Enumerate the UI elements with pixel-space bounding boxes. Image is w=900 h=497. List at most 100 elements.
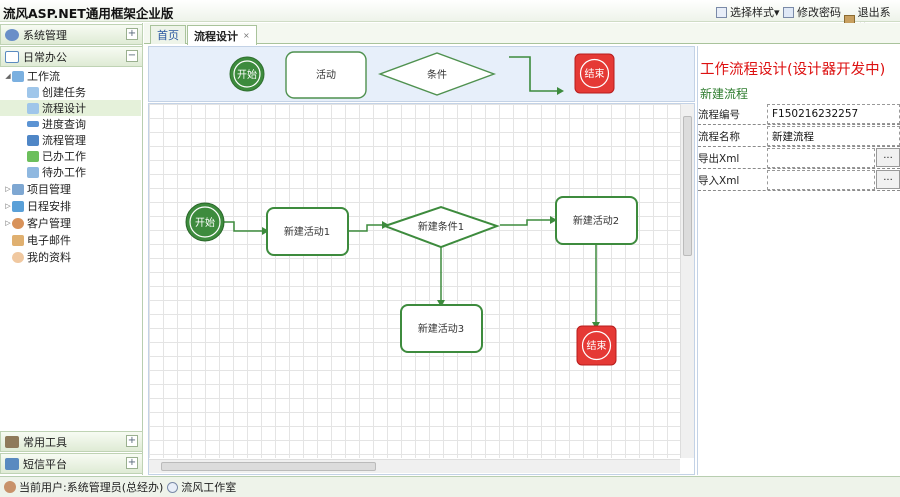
- expand-icon[interactable]: +: [126, 435, 138, 447]
- sms-icon: [5, 457, 19, 470]
- palette-connector[interactable]: [509, 56, 564, 95]
- import-xml-button[interactable]: ...: [876, 170, 900, 189]
- sidebar-section-office[interactable]: 日常办公 −: [0, 46, 143, 67]
- tab-label: 首页: [157, 29, 179, 42]
- palette-activity[interactable]: 活动: [285, 51, 367, 99]
- tree-item-done-work[interactable]: 已办工作: [0, 148, 141, 164]
- tree-label: 客户管理: [27, 217, 71, 230]
- sidebar-section-sms[interactable]: 短信平台 +: [0, 453, 143, 474]
- tree-item-projects[interactable]: ▷ 项目管理: [0, 181, 141, 197]
- section-label: 系统管理: [23, 28, 67, 42]
- tree-label: 项目管理: [27, 183, 71, 196]
- tree-label: 待办工作: [42, 166, 86, 179]
- flow-design-icon: [27, 102, 39, 114]
- collapse-icon[interactable]: −: [126, 50, 138, 62]
- flow-node-condition1[interactable]: 新建条件1: [382, 205, 500, 249]
- flow-end-label: 结束: [587, 339, 607, 352]
- flow-node-activity3[interactable]: 新建活动3: [400, 304, 483, 353]
- tree-arrow-icon[interactable]: ▷: [5, 202, 11, 210]
- style-icon: [716, 6, 727, 18]
- tree-item-create-task[interactable]: 创建任务: [0, 84, 141, 100]
- palette-end[interactable]: 结束: [574, 53, 615, 94]
- flow-start-label: 开始: [195, 216, 215, 229]
- schedule-icon: [12, 200, 24, 212]
- flow-name-input[interactable]: [767, 126, 900, 146]
- change-password-label: 修改密码: [797, 6, 841, 19]
- connector-start-activity1: [221, 221, 262, 232]
- flow-manage-icon: [27, 134, 39, 146]
- profile-icon: [12, 251, 24, 263]
- change-password-link[interactable]: 修改密码: [783, 4, 841, 20]
- select-style-label: 选择样式▾: [730, 6, 780, 19]
- tab-label: 流程设计: [194, 29, 238, 43]
- palette-condition[interactable]: 条件: [377, 52, 497, 96]
- prop-label: 流程名称: [698, 131, 740, 143]
- tree-arrow-icon[interactable]: ▷: [5, 185, 11, 193]
- connector-condition-activity2: [500, 219, 550, 226]
- prop-label: 导出Xml: [698, 153, 740, 165]
- flow-condition1-label: 新建条件1: [418, 220, 464, 233]
- info-icon: [167, 481, 179, 493]
- tree-item-workflow[interactable]: ◢ 工作流: [0, 68, 141, 84]
- horizontal-scrollbar[interactable]: [149, 459, 680, 473]
- shape-palette: 开始 活动 条件 结束: [148, 46, 695, 102]
- export-xml-button[interactable]: ...: [876, 148, 900, 167]
- tree-label: 工作流: [27, 70, 60, 83]
- palette-svg: 开始 活动 条件 结束: [229, 51, 615, 99]
- tree-item-profile[interactable]: 我的资料: [0, 249, 141, 265]
- tree-item-customers[interactable]: ▷ 客户管理: [0, 215, 141, 231]
- import-xml-input[interactable]: [767, 170, 875, 190]
- flow-node-activity1[interactable]: 新建活动1: [266, 207, 349, 256]
- tree-label: 日程安排: [27, 200, 71, 213]
- close-icon[interactable]: ×: [243, 31, 250, 40]
- flow-diagram: 开始 新建活动1 新建条件1 新建活动2 新建活动3 结束: [185, 196, 638, 366]
- tools-icon: [5, 435, 19, 448]
- connector-activity1-condition: [349, 224, 382, 232]
- export-xml-input[interactable]: [767, 148, 875, 168]
- status-bar: 当前用户:系统管理员(总经办) 流风工作室: [0, 476, 900, 497]
- email-icon: [12, 234, 24, 246]
- tree-item-todo-work[interactable]: 待办工作: [0, 164, 141, 180]
- sidebar-section-system[interactable]: 系统管理 +: [0, 24, 143, 45]
- tree-label: 已办工作: [42, 150, 86, 163]
- tree-item-progress[interactable]: 进度查询: [0, 116, 141, 132]
- vertical-scrollbar[interactable]: [680, 104, 694, 458]
- tree-item-schedule[interactable]: ▷ 日程安排: [0, 198, 141, 214]
- tree-arrow-icon[interactable]: ◢: [5, 72, 11, 80]
- expand-icon[interactable]: +: [126, 28, 138, 40]
- select-style-link[interactable]: 选择样式▾: [716, 4, 780, 20]
- app-header: [0, 0, 900, 22]
- current-user-text: 当前用户:系统管理员(总经办): [19, 481, 164, 494]
- expand-icon[interactable]: +: [126, 457, 138, 469]
- workflow-icon: [12, 70, 24, 82]
- app-title: 流风ASP.NET通用框架企业版: [3, 6, 174, 21]
- tab-home[interactable]: 首页: [150, 25, 186, 44]
- flow-code-input[interactable]: [767, 104, 900, 124]
- design-canvas[interactable]: 开始 新建活动1 新建条件1 新建活动2 新建活动3 结束: [149, 104, 680, 458]
- properties-title: 工作流程设计(设计器开发中): [700, 62, 886, 78]
- flow-node-end[interactable]: 结束: [576, 325, 617, 366]
- palette-start-label: 开始: [237, 68, 257, 81]
- palette-start[interactable]: 开始: [229, 56, 265, 92]
- tree-label: 我的资料: [27, 251, 71, 264]
- vertical-scroll-thumb[interactable]: [683, 116, 692, 256]
- gear-icon: [5, 28, 19, 41]
- palette-activity-label: 活动: [316, 69, 336, 81]
- section-label: 短信平台: [23, 457, 67, 471]
- sidebar-section-tools[interactable]: 常用工具 +: [0, 431, 143, 452]
- flow-node-start[interactable]: 开始: [185, 202, 225, 242]
- tab-flow-design[interactable]: 流程设计 ×: [187, 25, 257, 45]
- tree-item-flow-design[interactable]: 流程设计: [0, 100, 141, 116]
- flow-activity3-label: 新建活动3: [418, 322, 464, 335]
- customer-icon: [12, 217, 24, 229]
- flow-node-activity2[interactable]: 新建活动2: [555, 196, 638, 245]
- horizontal-scroll-thumb[interactable]: [161, 462, 376, 471]
- tree-item-email[interactable]: 电子邮件: [0, 232, 141, 248]
- window-icon: [5, 50, 19, 63]
- tree-item-flow-manage[interactable]: 流程管理: [0, 132, 141, 148]
- prop-label: 导入Xml: [698, 175, 740, 187]
- password-icon: [783, 6, 794, 18]
- tree-arrow-icon[interactable]: ▷: [5, 219, 11, 227]
- section-label: 常用工具: [23, 435, 67, 449]
- palette-condition-label: 条件: [427, 68, 447, 81]
